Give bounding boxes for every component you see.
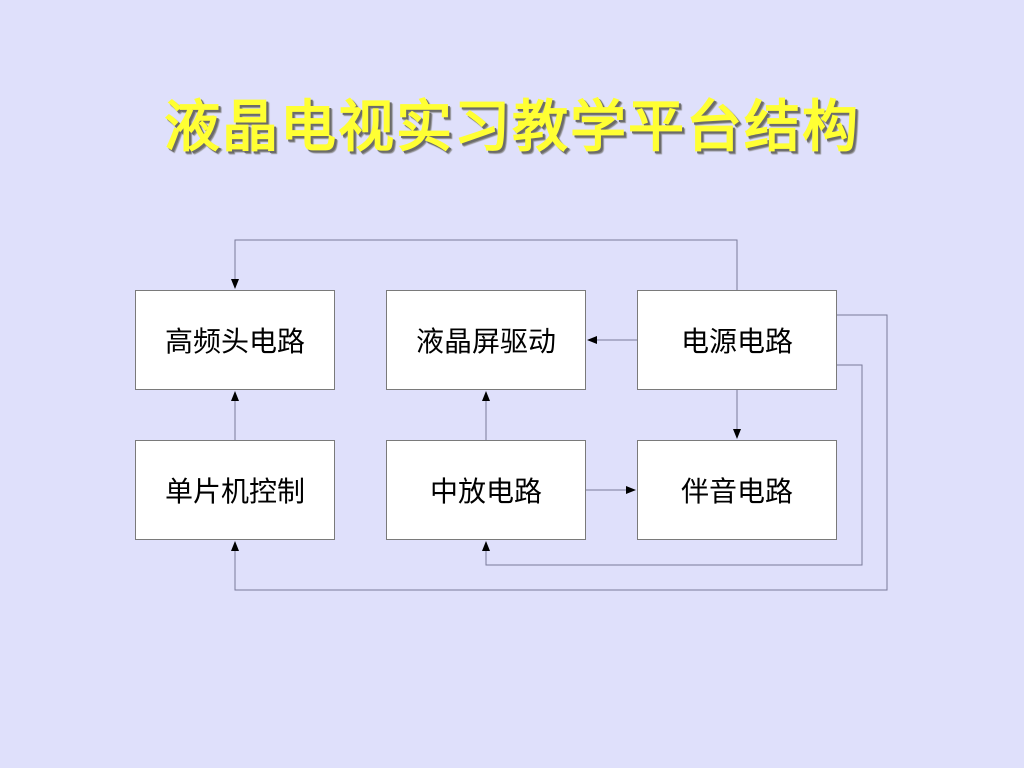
block-rf-label: 高频头电路 [164, 325, 305, 358]
block-rf-circuit: 高频头电路 [135, 290, 335, 390]
block-mcu-control: 单片机控制 [135, 440, 335, 540]
connector-power-to-if [482, 364, 863, 566]
slide-title: 液晶电视实习教学平台结构 [164, 95, 860, 160]
connector-power-to-rf [231, 239, 738, 290]
block-if-amplifier: 中放电路 [386, 440, 586, 540]
block-lcd-label: 液晶屏驱动 [415, 325, 556, 358]
block-lcd-driver: 液晶屏驱动 [386, 290, 586, 390]
block-if-label: 中放电路 [429, 475, 542, 508]
block-power-circuit: 电源电路 [637, 290, 837, 390]
block-power-label: 电源电路 [680, 325, 793, 358]
block-audio-circuit: 伴音电路 [637, 440, 837, 540]
connector-power-to-mcu [231, 314, 888, 591]
block-mcu-label: 单片机控制 [164, 475, 305, 508]
block-audio-label: 伴音电路 [680, 475, 793, 508]
